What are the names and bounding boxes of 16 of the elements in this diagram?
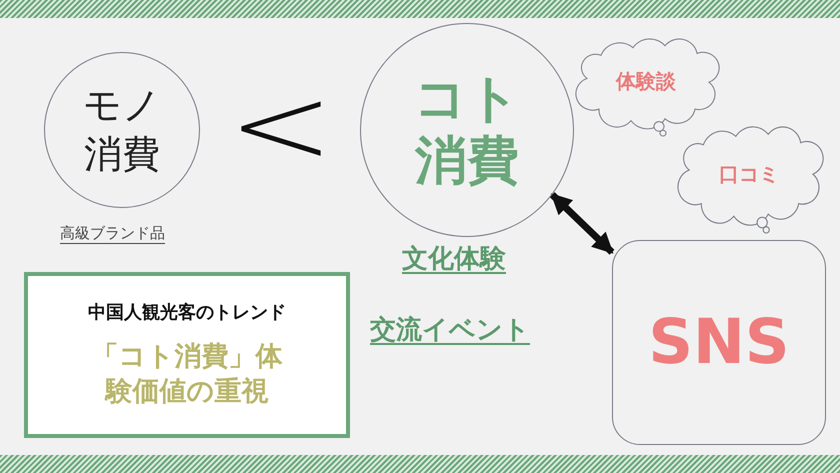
framed-panel: [24, 272, 350, 438]
box-label: SNS: [648, 305, 790, 380]
circle-node: [360, 23, 574, 237]
cloud-label: 体験談: [616, 69, 676, 93]
circle-label: コト消費: [412, 68, 521, 192]
underlined-text: 文化体験: [402, 246, 506, 272]
note-text: 高級ブランド品: [60, 226, 165, 241]
circle-node: [44, 52, 200, 208]
panel-text: 「コト消費」体験価値の重視: [90, 340, 284, 409]
rounded-box: [612, 240, 826, 445]
circle-label: モノ消費: [82, 82, 162, 178]
underlined-text: 交流イベント: [370, 317, 530, 343]
less-than-sign: <: [228, 70, 334, 180]
cloud-label: 口コミ: [719, 162, 779, 186]
double-arrow: [550, 192, 614, 255]
panel-heading: 中国人観光客のトレンド: [88, 301, 286, 325]
